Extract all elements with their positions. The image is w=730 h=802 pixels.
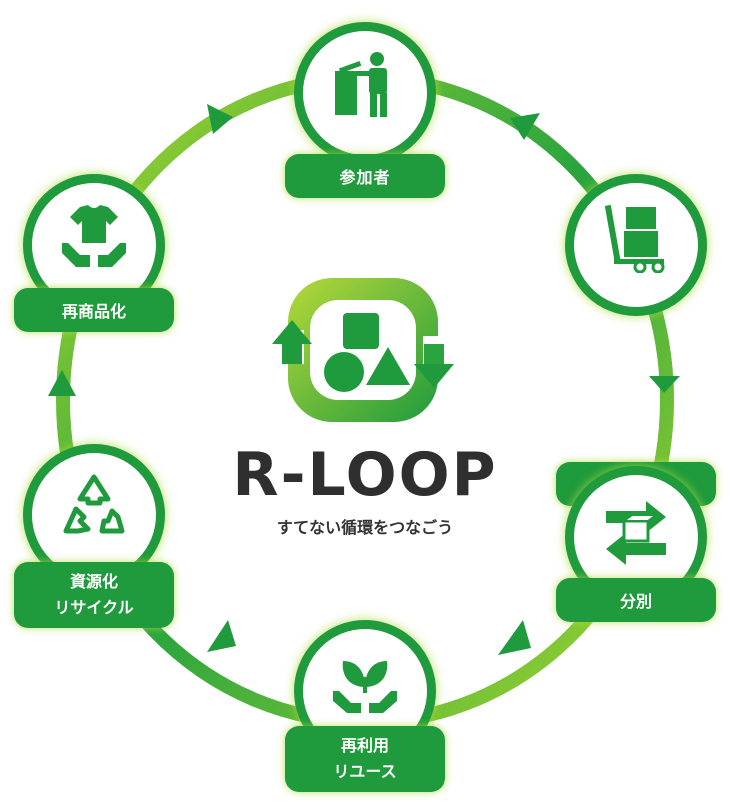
node-label-line: 再商品化 [61,302,126,321]
node-label-line: 再利用 [340,736,389,755]
node-label-sorting: 分別 [556,578,716,622]
node-label-line: リサイクル [54,598,134,617]
sprout-hands-icon [333,661,397,713]
node-label-line: 分別 [619,592,652,611]
node-circle [565,174,707,316]
node-label-recommercialization: 再商品化 [14,288,174,332]
node-label: 参加者 [285,154,445,198]
recycle-icon [63,474,125,534]
arrow-icon [48,370,76,396]
arrow-icon [649,376,680,393]
arrow-icon [498,620,531,655]
node-label-line: 参加者 [339,168,391,187]
r-loop-logo-icon [270,278,457,422]
node-label-line: 資源化 [69,572,118,591]
sorting-box-icon [606,501,666,565]
arrow-icon [207,104,233,134]
arrow-icon [510,113,540,140]
person-disposing-icon [335,52,387,117]
node-label-line: リユース [333,762,397,781]
node-label-reuse: 再利用 リユース [285,726,445,792]
shirt-hands-icon [62,205,126,267]
hand-truck-icon [604,204,665,273]
brand-name: R-LOOP [232,440,498,510]
node-label-recycling: 資源化 リサイクル [14,562,174,628]
arrow-icon [207,620,236,652]
brand-tagline: すてない循環をつなごう [276,518,454,537]
node-circle [294,22,436,164]
